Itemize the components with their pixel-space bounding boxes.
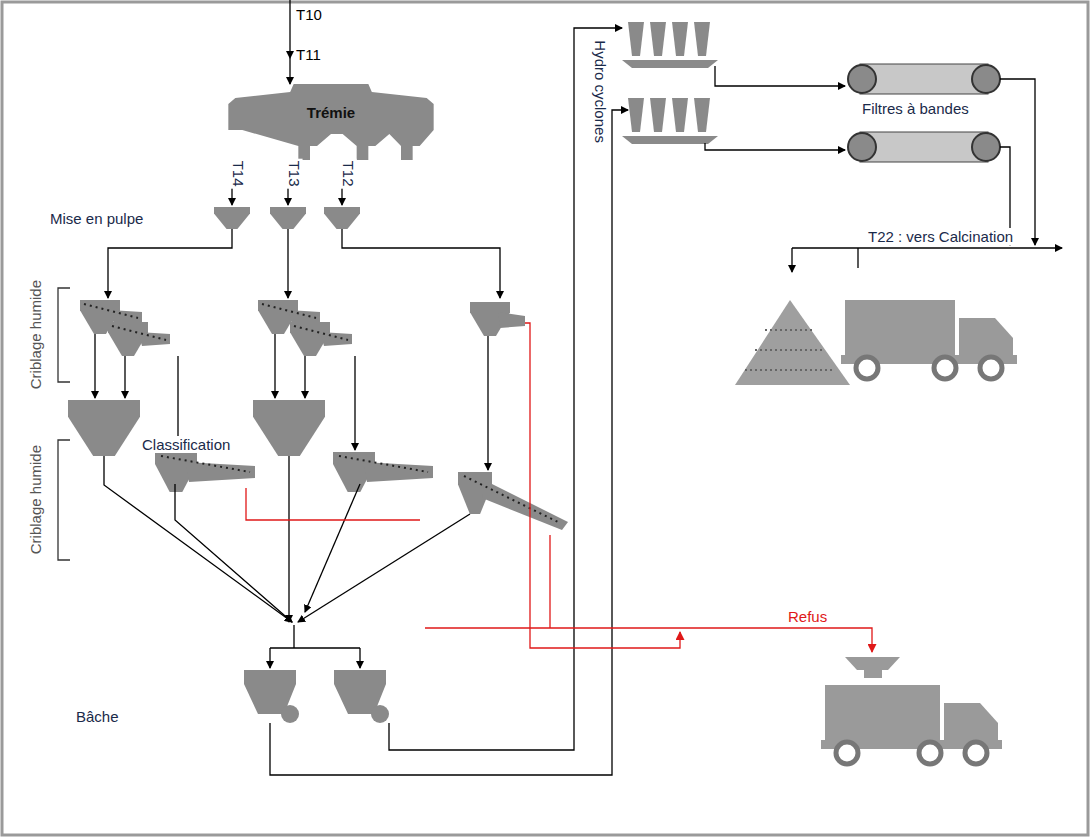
reject-hopper xyxy=(864,670,882,678)
flow-line xyxy=(293,625,294,648)
stage-label: Criblage humide xyxy=(27,278,44,391)
reject-line xyxy=(425,628,872,652)
reject-label: Refus xyxy=(786,608,829,625)
reject-line xyxy=(246,488,420,520)
wheel xyxy=(934,357,956,379)
hydrocyclone xyxy=(650,22,666,56)
flow-line xyxy=(175,484,292,622)
pulley xyxy=(848,133,876,161)
truck-cab xyxy=(959,318,1013,358)
flow-line xyxy=(289,58,290,84)
flow-line xyxy=(359,648,360,668)
flow-line xyxy=(274,334,275,398)
hydrocyclone xyxy=(650,98,666,132)
screen-mesh xyxy=(464,476,558,522)
wheel xyxy=(919,742,941,764)
stream-tag: T13 xyxy=(285,159,302,189)
flow-line xyxy=(791,248,792,272)
hydrocyclone xyxy=(672,22,688,56)
stage-label: Mise en pulpe xyxy=(50,210,143,227)
pile-texture xyxy=(745,330,835,370)
flow-line xyxy=(1000,79,1035,245)
funnel xyxy=(214,207,250,229)
flow-line xyxy=(124,356,125,398)
hydrocyclone xyxy=(628,98,644,132)
cyclone-manifold xyxy=(622,60,718,68)
funnel xyxy=(253,400,325,456)
stage-label: Criblage humide xyxy=(27,443,44,556)
hopper: Trémie xyxy=(226,84,436,162)
stage-label: Bâche xyxy=(76,708,119,725)
wheel xyxy=(836,742,858,764)
funnel xyxy=(324,207,360,229)
node-text: Trémie xyxy=(226,84,436,121)
wheel xyxy=(856,357,878,379)
flow-line xyxy=(342,229,500,298)
reject-line xyxy=(549,535,550,628)
screen-mesh xyxy=(339,456,428,472)
hydrocyclone xyxy=(694,98,710,132)
reject-hopper xyxy=(845,657,900,670)
flow-line xyxy=(269,648,270,668)
flow-line xyxy=(288,456,289,622)
pump xyxy=(371,705,389,723)
screen-mesh xyxy=(112,326,166,340)
flow-line xyxy=(304,356,305,398)
reject-line xyxy=(525,323,680,648)
hopper-shape xyxy=(228,84,433,160)
hydrocyclone xyxy=(672,98,688,132)
screen-mesh xyxy=(294,326,348,340)
hopper-outline xyxy=(226,84,436,162)
screen-mesh xyxy=(161,456,250,472)
flow-line xyxy=(354,356,355,450)
pulley xyxy=(848,65,876,93)
pulley xyxy=(972,133,1000,161)
bracket xyxy=(58,288,70,382)
screen-mesh xyxy=(262,304,316,318)
truck-body xyxy=(845,300,955,355)
stream-label: T22 : vers Calcination xyxy=(866,228,1015,245)
stream-tag: T14 xyxy=(229,159,246,189)
filter-belt xyxy=(860,132,988,162)
flow-line xyxy=(289,0,290,58)
flow-line xyxy=(108,229,232,298)
funnel xyxy=(270,207,306,229)
cyclone-manifold xyxy=(622,136,718,144)
stage-label: Classification xyxy=(140,436,232,453)
flow-line xyxy=(305,484,360,612)
screen-deck xyxy=(498,312,525,328)
filter-belt xyxy=(860,64,988,94)
flow-line xyxy=(270,647,360,648)
stream-tag: T11 xyxy=(296,46,321,63)
flow-line xyxy=(104,456,292,622)
stream-tag: T12 xyxy=(339,159,356,189)
hydrocyclone xyxy=(628,22,644,56)
wheel xyxy=(980,357,1002,379)
flow-line xyxy=(298,514,470,622)
flow-line xyxy=(705,143,845,150)
equipment-label: Filtres à bandes xyxy=(862,100,969,117)
hydrocyclone xyxy=(694,22,710,56)
flow-line xyxy=(287,229,288,298)
flow-line xyxy=(715,66,845,86)
pulley xyxy=(972,65,1000,93)
truck-cab xyxy=(944,703,998,743)
wheel xyxy=(965,742,987,764)
screen-mesh xyxy=(84,304,138,318)
flow-line xyxy=(487,336,488,470)
flow-line xyxy=(792,247,1062,248)
stream-tag: T10 xyxy=(296,6,322,23)
pump xyxy=(281,705,299,723)
flow-line xyxy=(94,334,95,398)
funnel xyxy=(68,400,140,456)
product-pile xyxy=(735,300,850,385)
truck-body xyxy=(825,685,940,740)
flow-line xyxy=(857,248,858,268)
equipment-label: Hydro cyclones xyxy=(591,39,608,146)
bracket xyxy=(58,440,70,560)
